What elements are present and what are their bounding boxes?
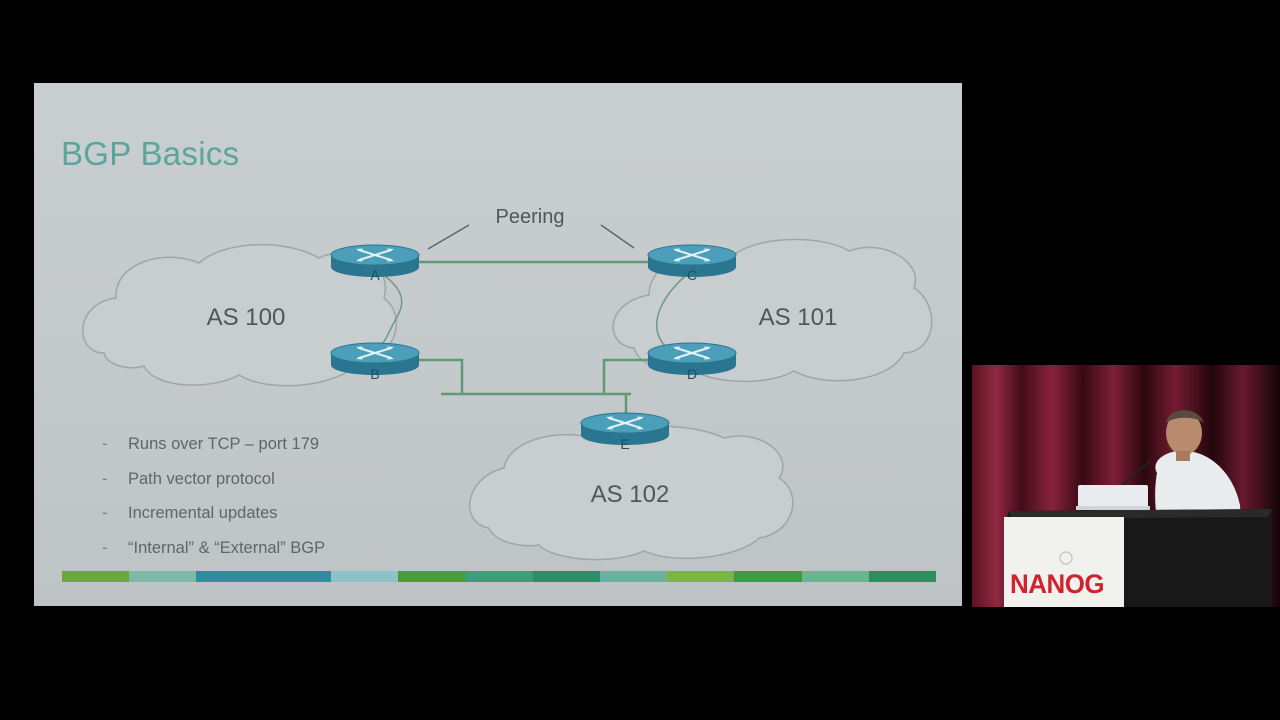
color-bar-segment	[263, 571, 331, 582]
router-c-label: C	[687, 267, 697, 283]
router-e-label: E	[620, 436, 629, 452]
color-bar-segment	[532, 571, 600, 582]
peering-label: Peering	[496, 206, 565, 228]
color-bar-segment	[868, 571, 937, 582]
router-d-label: D	[687, 366, 697, 382]
color-bar-segment	[62, 571, 130, 582]
bullet-item: Incremental updates	[102, 502, 325, 537]
color-bar-segment	[667, 571, 735, 582]
decorative-color-bar	[62, 571, 937, 582]
link-d-switch	[602, 358, 648, 393]
peering-arrow-left	[427, 224, 470, 250]
podium-logo-text: NANOG	[1010, 569, 1105, 599]
color-bar-segment	[599, 571, 668, 582]
color-bar-segment	[196, 571, 264, 582]
as102-label: AS 102	[591, 481, 670, 508]
speaker-scene	[972, 365, 1280, 607]
color-bar-segment	[801, 571, 869, 582]
router-a-label: A	[370, 267, 380, 283]
color-bar-segment	[734, 571, 802, 582]
bgp-diagram: A B C D E AS 100 AS 101 AS 102 Peering	[82, 206, 933, 561]
color-bar-segment	[330, 571, 399, 582]
link-a-b	[378, 270, 403, 349]
cloud-as100	[82, 243, 398, 387]
color-bar-segment	[465, 571, 533, 582]
cloud-as102	[469, 425, 794, 561]
color-bar-segment	[398, 571, 466, 582]
link-b-switch	[419, 358, 464, 393]
as100-label: AS 100	[207, 304, 286, 331]
color-bar-segment	[129, 571, 197, 582]
speaker-video-inset: NANOG	[972, 365, 1280, 607]
presentation-slide: BGP Basics	[34, 83, 962, 606]
peering-arrows	[427, 224, 635, 250]
slide-title: BGP Basics	[61, 135, 240, 172]
network-links	[419, 260, 649, 419]
as101-label: AS 101	[759, 304, 838, 331]
bullet-list: Runs over TCP – port 179 Path vector pro…	[102, 433, 325, 571]
bullet-item: “Internal” & “External” BGP	[102, 537, 325, 572]
laptop-icon	[1076, 485, 1150, 510]
peering-arrow-right	[600, 224, 635, 249]
bullet-item: Runs over TCP – port 179	[102, 433, 325, 468]
bullet-item: Path vector protocol	[102, 468, 325, 503]
podium	[1004, 509, 1272, 607]
router-b-label: B	[370, 366, 379, 382]
